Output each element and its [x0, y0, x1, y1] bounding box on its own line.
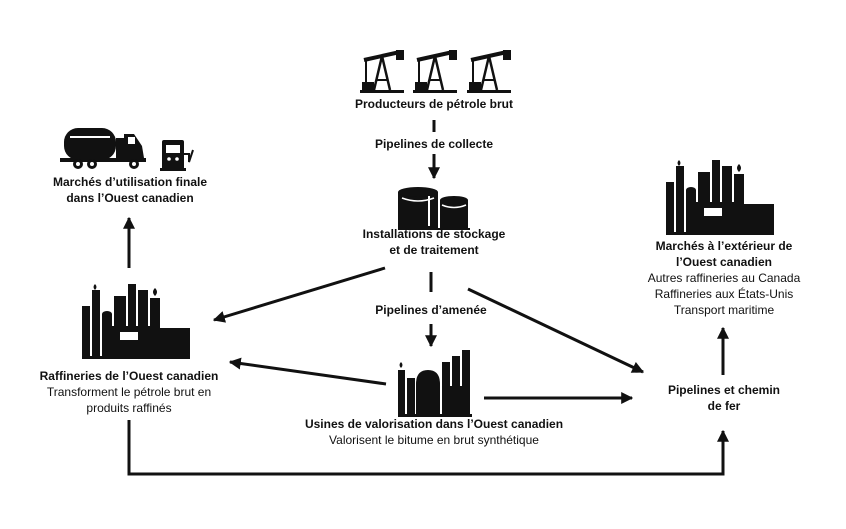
oil-pumpjack-icon [467, 50, 511, 93]
refineries-west-label: Raffineries de l’Ouest canadien Transfor… [39, 369, 219, 415]
producers-label: Producteurs de pétrole brut [354, 97, 514, 111]
end-use-markets-label: Marchés d’utilisation finale dans l’Oues… [52, 175, 208, 205]
storage-tank-icon [398, 187, 470, 230]
refinery-icon [82, 284, 190, 359]
fuel-pump-icon [160, 140, 194, 171]
tanker-truck-icon [60, 128, 146, 169]
arrow-storage-to-pipelines [467, 287, 645, 374]
feeder-pipelines-label: Pipelines d’amenée [375, 303, 487, 317]
pumpjack-group [360, 50, 511, 93]
outside-markets-label: Marchés à l’extérieur de l’Ouest canadie… [647, 239, 801, 317]
oil-pumpjack-icon [360, 50, 404, 93]
arrow-refineries-to-pipelines-loop [127, 420, 729, 476]
storage-label: Installations de stockage et de traiteme… [362, 227, 506, 257]
upgrader-plant-icon [398, 350, 472, 417]
arrow-upgraders-to-refineries [228, 357, 387, 386]
arrow-storage-to-refineries [212, 266, 386, 323]
upgraders-label: Usines de valorisation dans l’Ouest cana… [304, 417, 564, 447]
oil-pumpjack-icon [413, 50, 457, 93]
pipelines-rail-label: Pipelines et chemin de fer [667, 383, 781, 413]
gathering-pipelines-label: Pipelines de collecte [374, 137, 494, 151]
refinery-icon [666, 160, 774, 235]
